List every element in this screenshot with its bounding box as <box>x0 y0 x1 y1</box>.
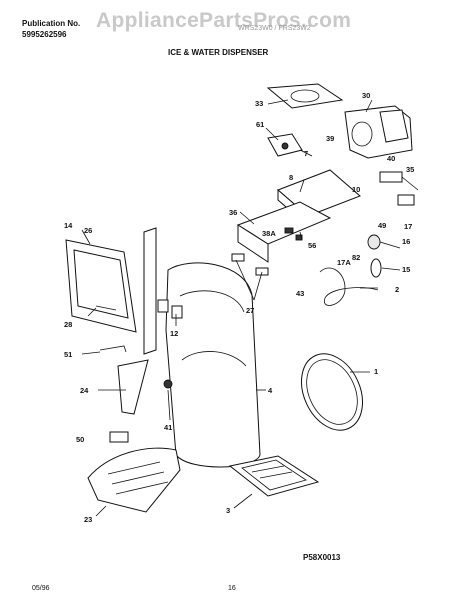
part-15-bulb <box>370 258 382 278</box>
callout-49: 49 <box>378 221 386 230</box>
callout-43: 43 <box>296 289 304 298</box>
part-24-actuator <box>117 359 149 415</box>
callout-17A: 17A <box>337 258 351 267</box>
callout-50: 50 <box>76 435 84 444</box>
leader-lines <box>81 99 401 517</box>
part-26-bracket <box>143 227 157 355</box>
part-14-front-panel <box>65 239 137 333</box>
callout-30: 30 <box>362 91 370 100</box>
callout-56: 56 <box>308 241 316 250</box>
publication-label: Publication No. <box>22 19 81 28</box>
callout-3: 3 <box>226 506 230 515</box>
callout-14: 14 <box>64 221 73 230</box>
part-23-drip-tray <box>87 447 181 513</box>
part-12-fitting <box>157 299 183 319</box>
publication-date: 05/96 <box>32 585 50 592</box>
callout-10: 10 <box>352 185 360 194</box>
part-61-switch <box>267 133 303 157</box>
model-numbers: WRS23W0 / FRS23W2 <box>238 25 311 32</box>
callout-2: 2 <box>395 285 399 294</box>
figure-code: P58X0013 <box>303 553 341 562</box>
callout-40: 40 <box>387 154 395 163</box>
part-36-switch-plate <box>236 201 332 263</box>
diagram-title: ICE & WATER DISPENSER <box>168 48 269 57</box>
callout-4: 4 <box>268 386 273 395</box>
part-50-label <box>109 431 129 443</box>
watermark: AppliancePartsPros.com <box>96 9 352 32</box>
callout-23: 23 <box>84 515 92 524</box>
callout-1: 1 <box>374 367 378 376</box>
part-27-clips <box>231 253 269 276</box>
callout-8: 8 <box>289 173 293 182</box>
callout-36: 36 <box>229 208 237 217</box>
callout-51: 51 <box>64 350 72 359</box>
callout-35: 35 <box>406 165 414 174</box>
part-33-cover <box>266 83 344 109</box>
callout-82: 82 <box>352 253 360 262</box>
callout-16: 16 <box>402 237 410 246</box>
part-3-grille <box>228 455 320 497</box>
callout-41: 41 <box>164 423 172 432</box>
part-51-pin <box>99 345 127 353</box>
part-2-harness <box>319 267 379 306</box>
callout-17: 17 <box>404 222 412 231</box>
callout-28: 28 <box>64 320 72 329</box>
callout-7: 7 <box>304 149 308 158</box>
callout-39: 39 <box>326 134 334 143</box>
part-16-socket <box>367 234 381 250</box>
callout-26: 26 <box>84 226 92 235</box>
callout-15: 15 <box>402 265 410 274</box>
callout-12: 12 <box>170 329 178 338</box>
callout-labels: 33 30 61 39 7 40 35 10 8 36 49 17 38A 56… <box>64 91 414 524</box>
callout-24: 24 <box>80 386 89 395</box>
part-4-housing <box>165 262 261 468</box>
callout-61: 61 <box>256 120 264 129</box>
part-40-solenoid <box>379 171 419 206</box>
part-30-motor-housing <box>344 105 413 159</box>
callout-38A: 38A <box>262 229 276 238</box>
callout-27: 27 <box>246 306 254 315</box>
publication-number: 5995262596 <box>22 30 67 39</box>
part-1-gasket <box>301 353 363 431</box>
callout-33: 33 <box>255 99 263 108</box>
page-number: 16 <box>228 585 236 592</box>
part-41-spring <box>163 379 173 389</box>
